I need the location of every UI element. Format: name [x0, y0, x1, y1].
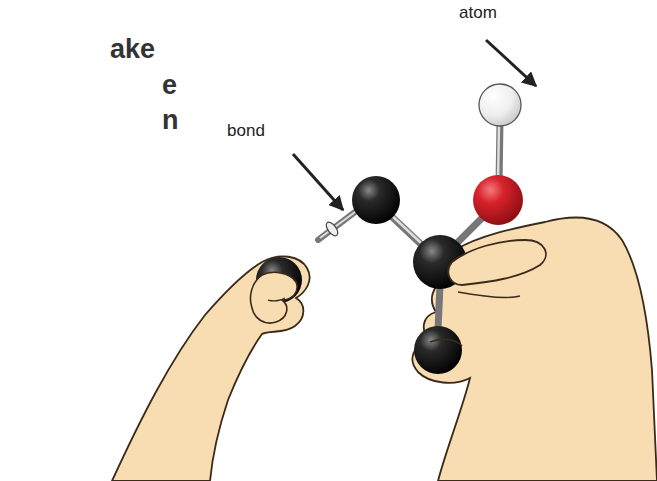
- left-fingers: [250, 272, 297, 323]
- right-thumb: [448, 240, 546, 285]
- bond-sticks: [390, 120, 500, 330]
- leader-arrow: [293, 154, 343, 210]
- leader-arrow: [486, 40, 536, 86]
- hydrogen-atom: [479, 84, 521, 126]
- part-label: atom: [459, 3, 497, 23]
- oxygen-atom: [473, 175, 523, 225]
- bond-peg: [318, 212, 355, 240]
- carbon-atom: [352, 176, 400, 224]
- heading-fragment: e: [162, 70, 177, 101]
- heading-fragment: ake: [110, 34, 155, 65]
- part-label: bond: [227, 121, 265, 141]
- right-hand: [412, 218, 657, 481]
- carbon-atom: [414, 326, 462, 374]
- heading-fragment: n: [162, 105, 179, 136]
- left-hand: [112, 256, 310, 481]
